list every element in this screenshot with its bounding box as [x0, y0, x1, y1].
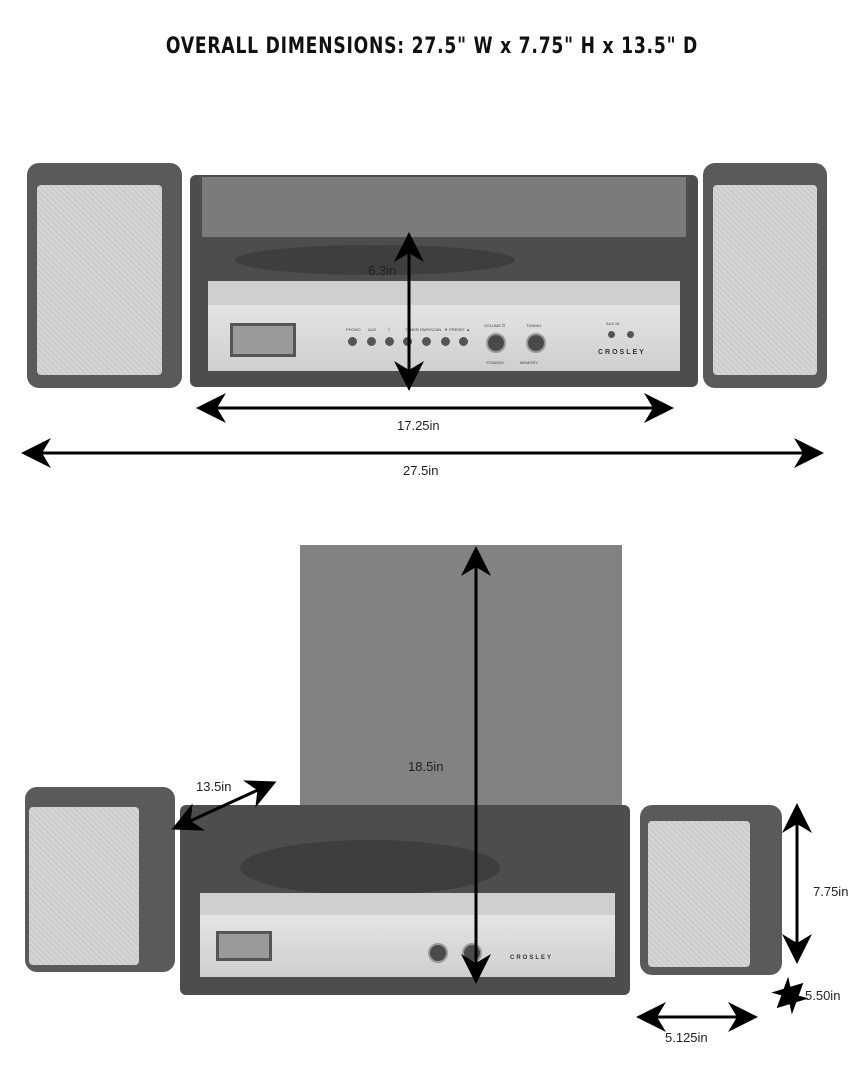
dimensions-title: OVERALL DIMENSIONS: 27.5" W x 7.75" H x …: [165, 34, 699, 59]
aux-in-label: AUX IN: [606, 321, 620, 326]
lcd-display: [230, 323, 296, 357]
turntable-front: PHONO AUX ᛒ TUNER PAIR/SCAN ▼ PRESET ▲ V…: [190, 175, 698, 387]
platter: [235, 245, 515, 275]
speaker-grill: [648, 821, 750, 967]
height-label: 6.3in: [368, 263, 397, 278]
control-panel: PHONO AUX ᛒ TUNER PAIR/SCAN ▼ PRESET ▲ V…: [208, 305, 680, 371]
depth-label: 13.5in: [196, 779, 232, 794]
headphone-jack: [627, 331, 634, 338]
brand-logo: CROSLEY: [598, 349, 646, 356]
preset-label: ▼ PRESET ▲: [444, 327, 471, 332]
volume-knob: [428, 943, 448, 963]
memory-label: MEMORY: [520, 360, 538, 365]
platter: [240, 840, 500, 895]
aux-label: AUX: [368, 327, 377, 332]
volume-label: VOLUME ⏻: [484, 323, 506, 328]
pair-scan-label: PAIR/SCAN: [420, 327, 442, 332]
speaker-height-label: 7.75in: [813, 884, 849, 899]
volume-knob: [486, 333, 506, 353]
right-speaker-front: [703, 163, 827, 388]
aux-button: [367, 337, 376, 346]
turntable-angled: CROSLEY: [180, 805, 630, 995]
right-speaker-angled: [640, 805, 782, 975]
overall-width-label: 27.5in: [403, 463, 439, 478]
speaker-depth-arrow: [771, 976, 809, 1015]
speaker-depth-label: 5.50in: [805, 988, 841, 1003]
lcd-display: [216, 931, 272, 961]
brand-logo: CROSLEY: [510, 955, 554, 961]
preset-down-button: [441, 337, 450, 346]
dust-cover: [202, 177, 686, 237]
left-speaker-angled: [25, 787, 175, 972]
bluetooth-button: [385, 337, 394, 346]
left-speaker-front: [27, 163, 182, 388]
control-panel: CROSLEY: [200, 915, 615, 977]
phono-button: [348, 337, 357, 346]
lid-height-label: 18.5in: [408, 759, 444, 774]
speaker-grill: [29, 807, 139, 965]
preset-up-button: [459, 337, 468, 346]
aux-in-jack: [608, 331, 615, 338]
phono-label: PHONO: [346, 327, 361, 332]
depth-arrow: [171, 780, 277, 831]
pair-scan-button: [422, 337, 431, 346]
speaker-width-label: 5.125in: [665, 1030, 708, 1045]
bluetooth-label: ᛒ: [388, 327, 391, 332]
tuning-knob: [526, 333, 546, 353]
tuning-label: TUNING: [526, 323, 542, 328]
speaker-grill: [37, 185, 162, 375]
unit-width-label: 17.25in: [397, 418, 440, 433]
speaker-grill: [713, 185, 817, 375]
deck-top: [208, 281, 680, 305]
standby-label: STANDBY: [486, 360, 505, 365]
deck-top: [200, 893, 615, 915]
